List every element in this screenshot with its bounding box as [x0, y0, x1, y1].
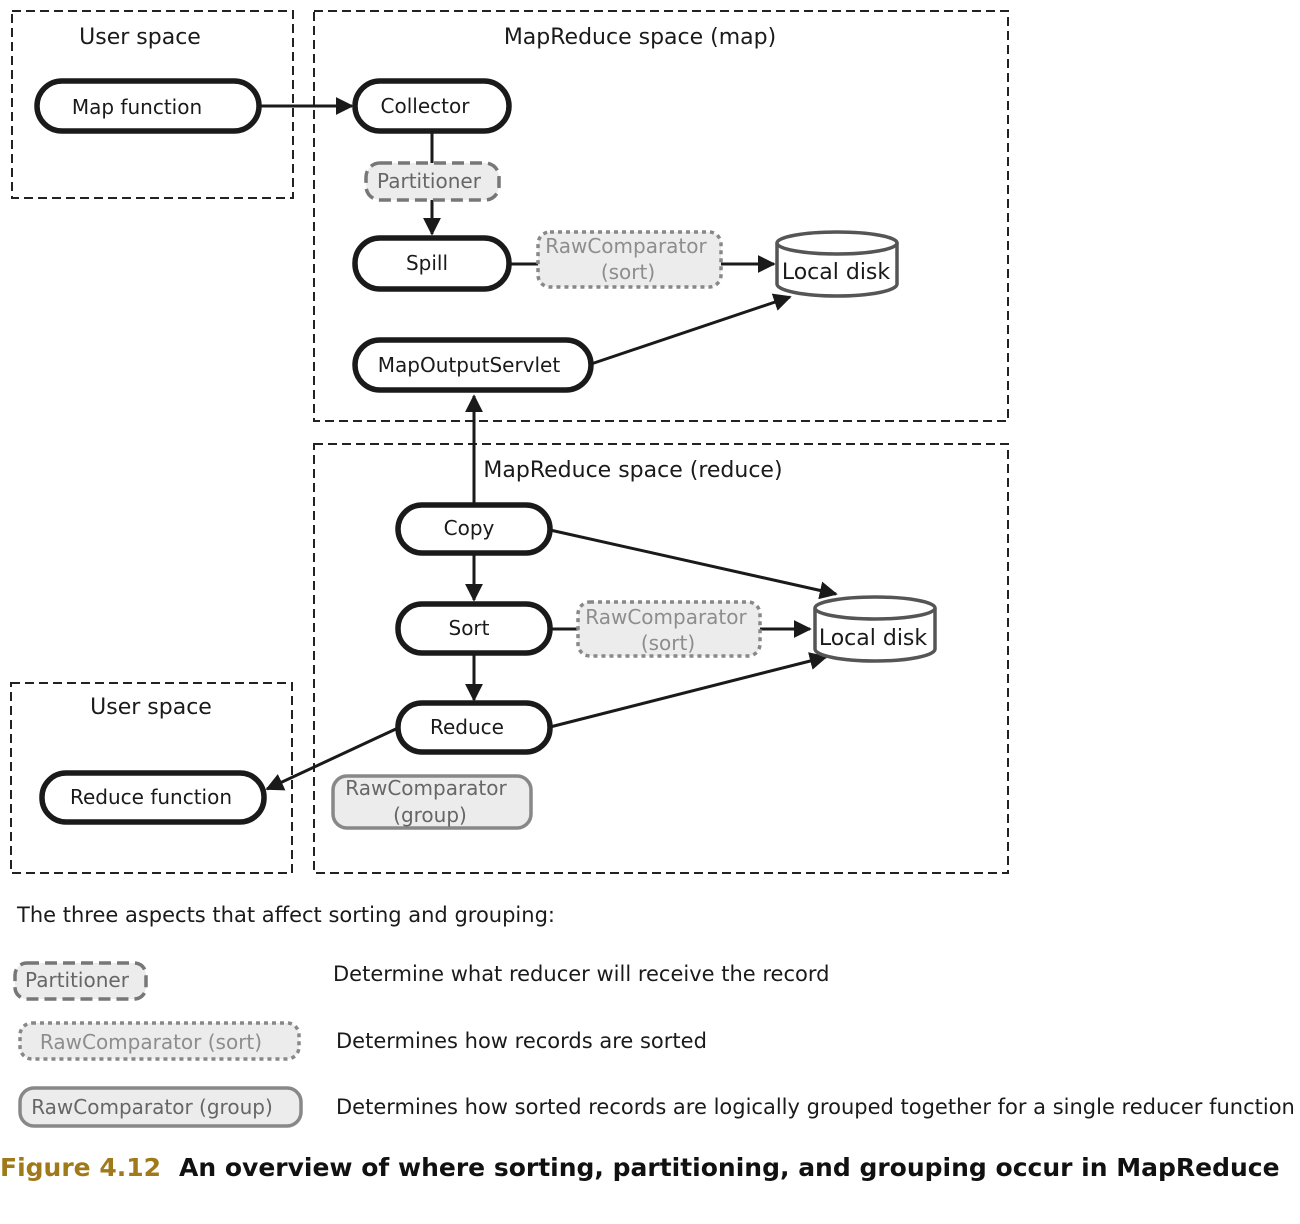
edge-copy-to-disk	[549, 528, 838, 600]
legend-rawcomparator-group-description: Determines how sorted records are logica…	[336, 1095, 1300, 1119]
map-rawcomparator-sort-label-line2: (sort)	[601, 260, 655, 284]
legend-partitioner-description: Determine what reducer will receive the …	[333, 962, 829, 986]
map-function-node	[34, 78, 262, 134]
map-local-disk-icon	[775, 230, 899, 298]
map-space-label: MapReduce space (map)	[504, 25, 776, 50]
legend-heading: The three aspects that affect sorting an…	[16, 903, 555, 927]
reduce-rawcomparator-sort-label-line2: (sort)	[641, 631, 695, 655]
reduce-rawcomparator-sort-label-line1: RawComparator	[585, 605, 747, 629]
map-local-disk-label: Local disk	[782, 260, 891, 285]
user-space-bottom-region	[10, 682, 293, 874]
map-output-servlet-node	[352, 337, 594, 393]
reduce-function-label: Reduce function	[70, 785, 232, 809]
edge-servlet-to-disk	[590, 293, 792, 366]
legend-rawcomparator-group-swatch	[18, 1086, 303, 1128]
map-function-label: Map function	[72, 95, 202, 119]
spill-node	[352, 235, 512, 292]
figure-number: Figure 4.12	[0, 1153, 161, 1182]
edge-reduce-to-disk	[549, 652, 828, 729]
user-space-top-label: User space	[79, 25, 201, 50]
map-rawcomparator-sort-node	[536, 230, 723, 289]
map-space-region	[313, 10, 1009, 422]
reduce-rawcomparator-sort-node	[576, 600, 762, 658]
legend-rawcomparator-sort-key: RawComparator (sort)	[40, 1030, 262, 1054]
partitioner-node	[364, 161, 501, 202]
reduce-label: Reduce	[430, 715, 504, 739]
rawcomparator-group-label-line2: (group)	[393, 803, 467, 827]
sort-node	[395, 601, 553, 656]
legend-partitioner-swatch	[13, 961, 148, 1001]
spill-label: Spill	[406, 251, 448, 275]
collector-node	[352, 78, 512, 134]
legend-partitioner-key: Partitioner	[25, 968, 130, 992]
user-space-bottom-label: User space	[90, 695, 212, 720]
copy-node	[395, 502, 553, 556]
legend-rawcomparator-group-key: RawComparator (group)	[31, 1095, 273, 1119]
figure-caption: An overview of where sorting, partitioni…	[179, 1153, 1280, 1182]
map-output-servlet-label: MapOutputServlet	[378, 353, 561, 377]
reduce-function-node	[39, 770, 267, 825]
sort-label: Sort	[449, 616, 490, 640]
reduce-space-region	[313, 443, 1009, 874]
legend-rawcomparator-sort-description: Determines how records are sorted	[336, 1029, 707, 1053]
legend-rawcomparator-sort-swatch	[18, 1021, 301, 1061]
reduce-space-label: MapReduce space (reduce)	[483, 458, 782, 483]
map-rawcomparator-sort-label-line1: RawComparator	[545, 234, 707, 258]
rawcomparator-group-node	[331, 774, 533, 830]
rawcomparator-group-label-line1: RawComparator	[345, 776, 507, 800]
user-space-top-region	[11, 10, 294, 199]
reduce-local-disk-icon	[813, 595, 937, 663]
reduce-local-disk-label: Local disk	[819, 626, 928, 651]
collector-label: Collector	[381, 94, 471, 118]
copy-label: Copy	[444, 516, 495, 540]
edge-reduce-to-reduce-function	[265, 726, 399, 791]
reduce-node	[395, 700, 553, 755]
partitioner-label: Partitioner	[377, 169, 482, 193]
